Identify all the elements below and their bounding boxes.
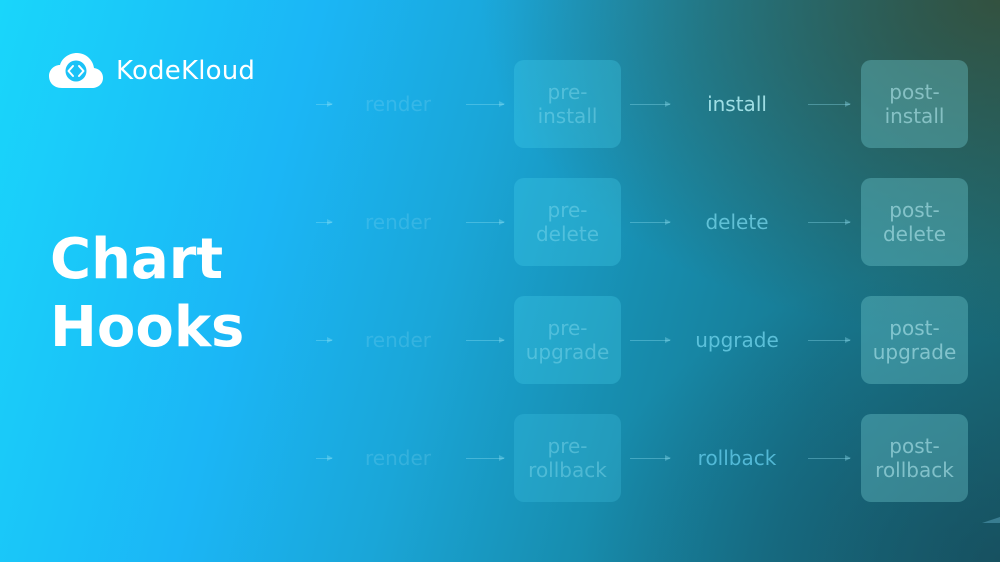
flow-arrow xyxy=(316,101,333,107)
install-action: install xyxy=(707,92,767,116)
title-line-2: Hooks xyxy=(50,295,245,360)
pre-upgrade-hook: pre- upgrade xyxy=(514,296,621,384)
flow-arrow xyxy=(316,337,333,343)
render-step: render xyxy=(365,92,431,116)
title-line-1: Chart xyxy=(50,227,224,292)
flow-arrow xyxy=(808,101,851,107)
corner-accent-mark xyxy=(982,517,1000,523)
flow-arrow xyxy=(808,337,851,343)
flow-arrow xyxy=(466,101,505,107)
pre-install-hook: pre- install xyxy=(514,60,621,148)
cloud-code-icon xyxy=(49,53,103,88)
rollback-action: rollback xyxy=(697,446,777,470)
flow-arrow xyxy=(808,455,851,461)
flow-arrow xyxy=(466,455,505,461)
hook-flow-rollback: render pre- rollback rollback post- roll… xyxy=(0,414,1000,504)
render-step: render xyxy=(365,328,431,352)
post-upgrade-hook: post- upgrade xyxy=(861,296,968,384)
flow-arrow xyxy=(630,337,671,343)
hook-flow-upgrade: render pre- upgrade upgrade post- upgrad… xyxy=(0,296,1000,386)
flow-arrow xyxy=(316,455,333,461)
hook-flow-delete: render pre- delete delete post- delete xyxy=(0,178,1000,268)
flow-arrow xyxy=(630,101,671,107)
flow-arrow xyxy=(808,219,851,225)
post-install-hook: post- install xyxy=(861,60,968,148)
delete-action: delete xyxy=(705,210,769,234)
post-delete-hook: post- delete xyxy=(861,178,968,266)
pre-rollback-hook: pre- rollback xyxy=(514,414,621,502)
flow-arrow xyxy=(466,337,505,343)
flow-arrow xyxy=(630,219,671,225)
hook-flow-install: render pre- install install post- instal… xyxy=(0,60,1000,150)
upgrade-action: upgrade xyxy=(695,328,779,352)
flow-arrow xyxy=(316,219,333,225)
flow-arrow xyxy=(466,219,505,225)
page-title: Chart Hooks xyxy=(50,226,244,362)
render-step: render xyxy=(365,446,431,470)
flow-arrow xyxy=(630,455,671,461)
post-rollback-hook: post- rollback xyxy=(861,414,968,502)
brand-logo: KodeKloud xyxy=(48,52,255,90)
brand-name: KodeKloud xyxy=(116,56,256,86)
render-step: render xyxy=(365,210,431,234)
pre-delete-hook: pre- delete xyxy=(514,178,621,266)
